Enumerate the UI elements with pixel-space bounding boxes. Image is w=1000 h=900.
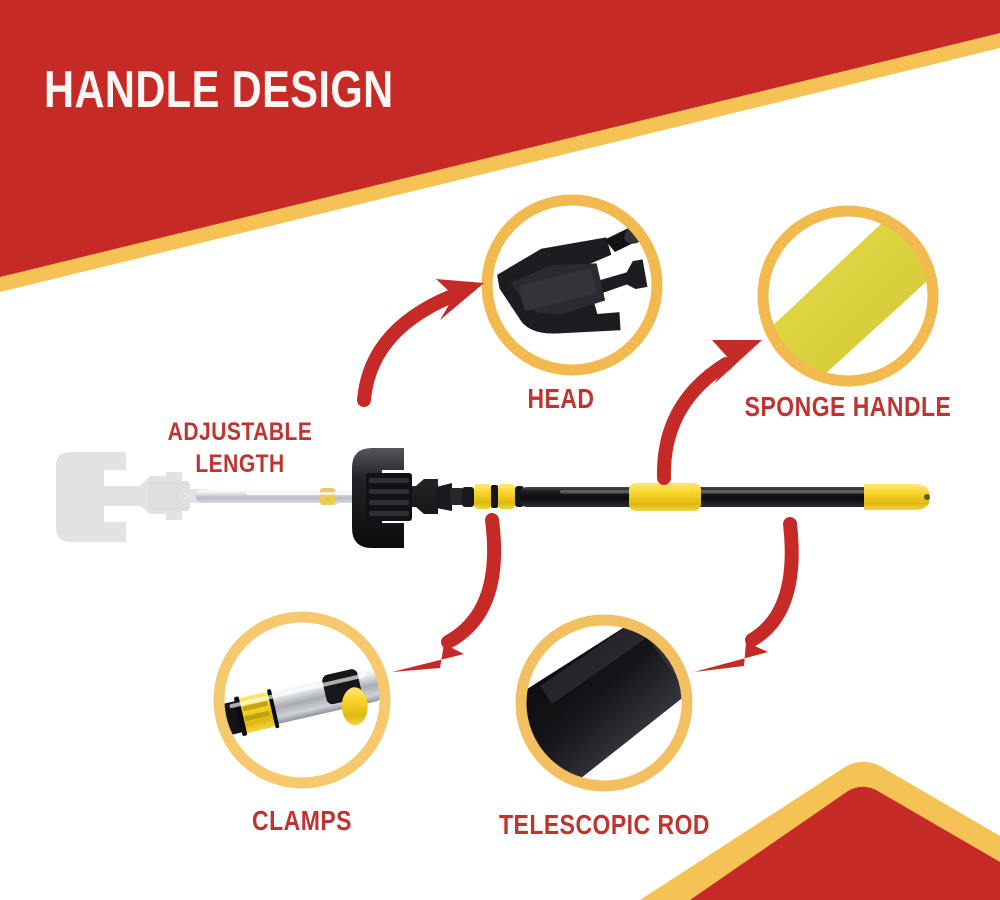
inner-telescoping-tube [196,488,372,505]
corner-chevron [640,761,1000,900]
arrow-to-head [357,279,484,407]
label-sponge-handle: SPONGE HANDLE [744,391,952,422]
callout-circle-clamps[interactable] [212,611,393,789]
arrow-to-telescopic-rod [694,517,799,672]
callout-circle-head[interactable] [481,194,669,376]
label-telescopic-rod: TELESCOPIC ROD [499,809,710,840]
mop-head [352,448,464,548]
label-clamps: CLAMPS [252,805,352,836]
sponge-grip [629,483,701,511]
label-adjustable-line1: ADJUSTABLE [167,418,313,446]
label-adjustable-length: ADJUSTABLE LENGTH [164,416,315,480]
rod-end-cap [864,484,930,510]
arrow-to-sponge-handle [656,340,762,485]
label-head: HEAD [527,383,595,414]
arrow-to-clamps [392,513,502,672]
callout-circle-telescopic-rod[interactable] [510,604,700,792]
page-title: HANDLE DESIGN [44,61,394,119]
header-red-band [0,0,1000,277]
callout-circle-sponge-handle[interactable] [757,205,948,387]
label-adjustable-line2: LENGTH [195,450,285,478]
